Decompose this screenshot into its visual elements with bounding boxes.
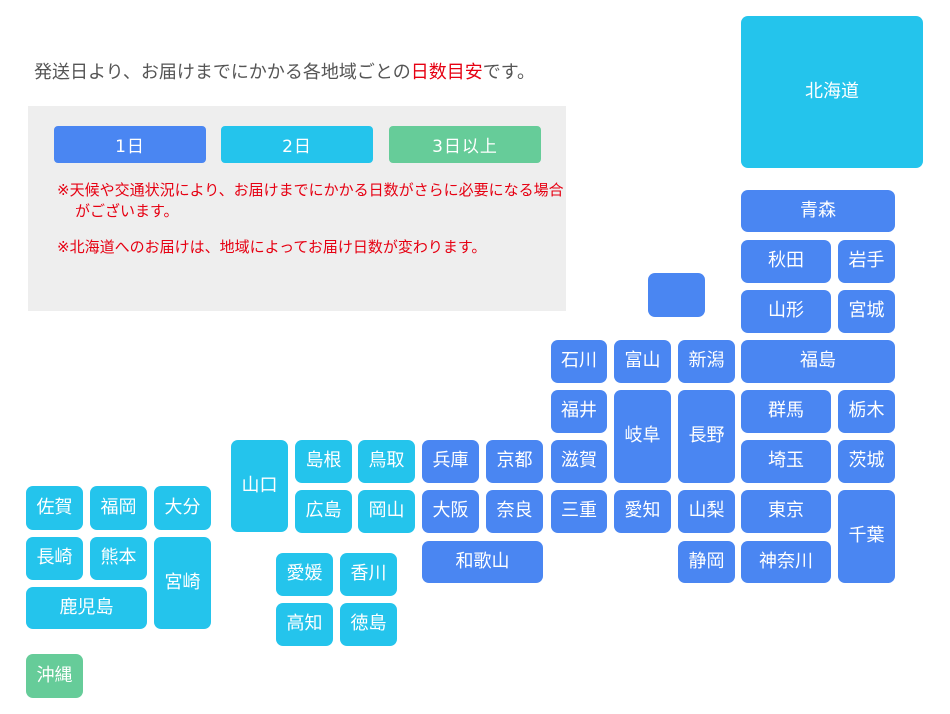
intro-before: 発送日より、お届けまでにかかる各地域ごとの [34,62,411,83]
pref-kumamoto[interactable]: 熊本 [90,537,147,580]
pref-miyazaki[interactable]: 宮崎 [154,537,211,629]
pref-akita[interactable]: 秋田 [741,240,831,283]
pref-okayama[interactable]: 岡山 [358,490,415,533]
pref-tottori[interactable]: 鳥取 [358,440,415,483]
pref-gifu[interactable]: 岐阜 [614,390,671,483]
pref-nara[interactable]: 奈良 [486,490,543,533]
pref-fukushima[interactable]: 福島 [741,340,895,383]
pref-yamaguchi[interactable]: 山口 [231,440,288,532]
pref-sado[interactable] [648,273,705,317]
pref-niigata[interactable]: 新潟 [678,340,735,383]
pref-ibaraki[interactable]: 茨城 [838,440,895,483]
pref-kagawa[interactable]: 香川 [340,553,397,596]
pref-aomori[interactable]: 青森 [741,190,895,232]
pref-hiroshima[interactable]: 広島 [295,490,352,533]
legend-1-day: 1日 [54,126,206,163]
pref-tochigi[interactable]: 栃木 [838,390,895,433]
pref-fukui[interactable]: 福井 [551,390,607,433]
pref-tokushima[interactable]: 徳島 [340,603,397,646]
pref-kanagawa[interactable]: 神奈川 [741,541,831,583]
pref-fukuoka[interactable]: 福岡 [90,486,147,530]
pref-tokyo[interactable]: 東京 [741,490,831,533]
pref-hyogo[interactable]: 兵庫 [422,440,479,483]
pref-oita[interactable]: 大分 [154,486,211,530]
legend-panel: 1日 2日 3日以上 ※天候や交通状況により、お届けまでにかかる日数がさらに必要… [28,106,566,311]
pref-shiga[interactable]: 滋賀 [551,440,607,483]
legend-2-days: 2日 [221,126,373,163]
pref-kagoshima[interactable]: 鹿児島 [26,587,147,629]
intro-highlight: 日数目安 [410,62,483,83]
note-hokkaido: ※北海道へのお届けは、地域によってお届け日数が変わります。 [57,238,487,256]
intro-after: です。 [482,62,535,83]
pref-okinawa[interactable]: 沖縄 [26,654,83,698]
pref-hokkaido[interactable]: 北海道 [741,16,923,168]
pref-wakayama[interactable]: 和歌山 [422,541,543,583]
pref-mie[interactable]: 三重 [551,490,607,533]
pref-kochi[interactable]: 高知 [276,603,333,646]
legend-3-days-plus: 3日以上 [389,126,541,163]
pref-saga[interactable]: 佐賀 [26,486,83,530]
pref-yamagata[interactable]: 山形 [741,290,831,333]
pref-kyoto[interactable]: 京都 [486,440,543,483]
pref-nagasaki[interactable]: 長崎 [26,537,83,580]
pref-shimane[interactable]: 島根 [295,440,352,483]
pref-chiba[interactable]: 千葉 [838,490,895,583]
pref-ishikawa[interactable]: 石川 [551,340,607,383]
pref-iwate[interactable]: 岩手 [838,240,895,283]
pref-miyagi[interactable]: 宮城 [838,290,895,333]
pref-nagano[interactable]: 長野 [678,390,735,483]
pref-osaka[interactable]: 大阪 [422,490,479,533]
pref-ehime[interactable]: 愛媛 [276,553,333,596]
pref-saitama[interactable]: 埼玉 [741,440,831,483]
pref-shizuoka[interactable]: 静岡 [678,541,735,583]
pref-gunma[interactable]: 群馬 [741,390,831,433]
note-weather: ※天候や交通状況により、お届けまでにかかる日数がさらに必要になる場合がございます… [57,181,564,220]
pref-aichi[interactable]: 愛知 [614,490,671,533]
intro-text: 発送日より、お届けまでにかかる各地域ごとの日数目安です。 [34,58,535,84]
pref-yamanashi[interactable]: 山梨 [678,490,735,533]
pref-toyama[interactable]: 富山 [614,340,671,383]
